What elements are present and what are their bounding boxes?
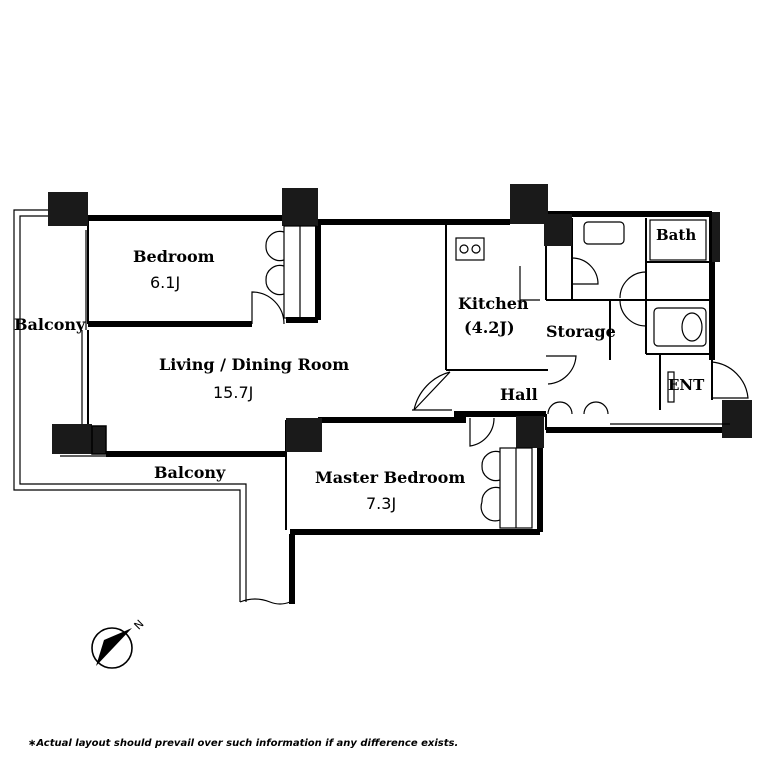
walls (87, 211, 730, 604)
room-size-living: 15.7J (213, 383, 253, 402)
room-name-bath: Bath (656, 226, 696, 244)
closets (265, 225, 533, 529)
room-name-bedroom: Bedroom (133, 247, 215, 266)
room-name-storage: Storage (546, 322, 616, 341)
compass: N (91, 617, 147, 669)
balcony-outline (13, 209, 291, 605)
room-name-kitchen: Kitchen (458, 294, 529, 313)
doors (251, 257, 749, 447)
room-name-master: Master Bedroom (315, 468, 465, 487)
room-name-entrance: ENT (668, 376, 705, 394)
room-size-bedroom: 6.1J (150, 273, 180, 292)
room-size-kitchen: (4.2J) (464, 318, 515, 337)
fixtures (455, 219, 730, 425)
room-name-hall: Hall (500, 385, 538, 404)
room-name-living: Living / Dining Room (159, 355, 349, 374)
room-size-master: 7.3J (366, 494, 396, 513)
room-name-balcony-south: Balcony (154, 463, 226, 482)
disclaimer-note: ∗Actual layout should prevail over such … (28, 738, 458, 749)
columns (48, 184, 752, 455)
north-arrow-icon (96, 628, 132, 666)
room-name-balcony-west: Balcony (14, 315, 86, 334)
compass-label: N (132, 617, 147, 632)
